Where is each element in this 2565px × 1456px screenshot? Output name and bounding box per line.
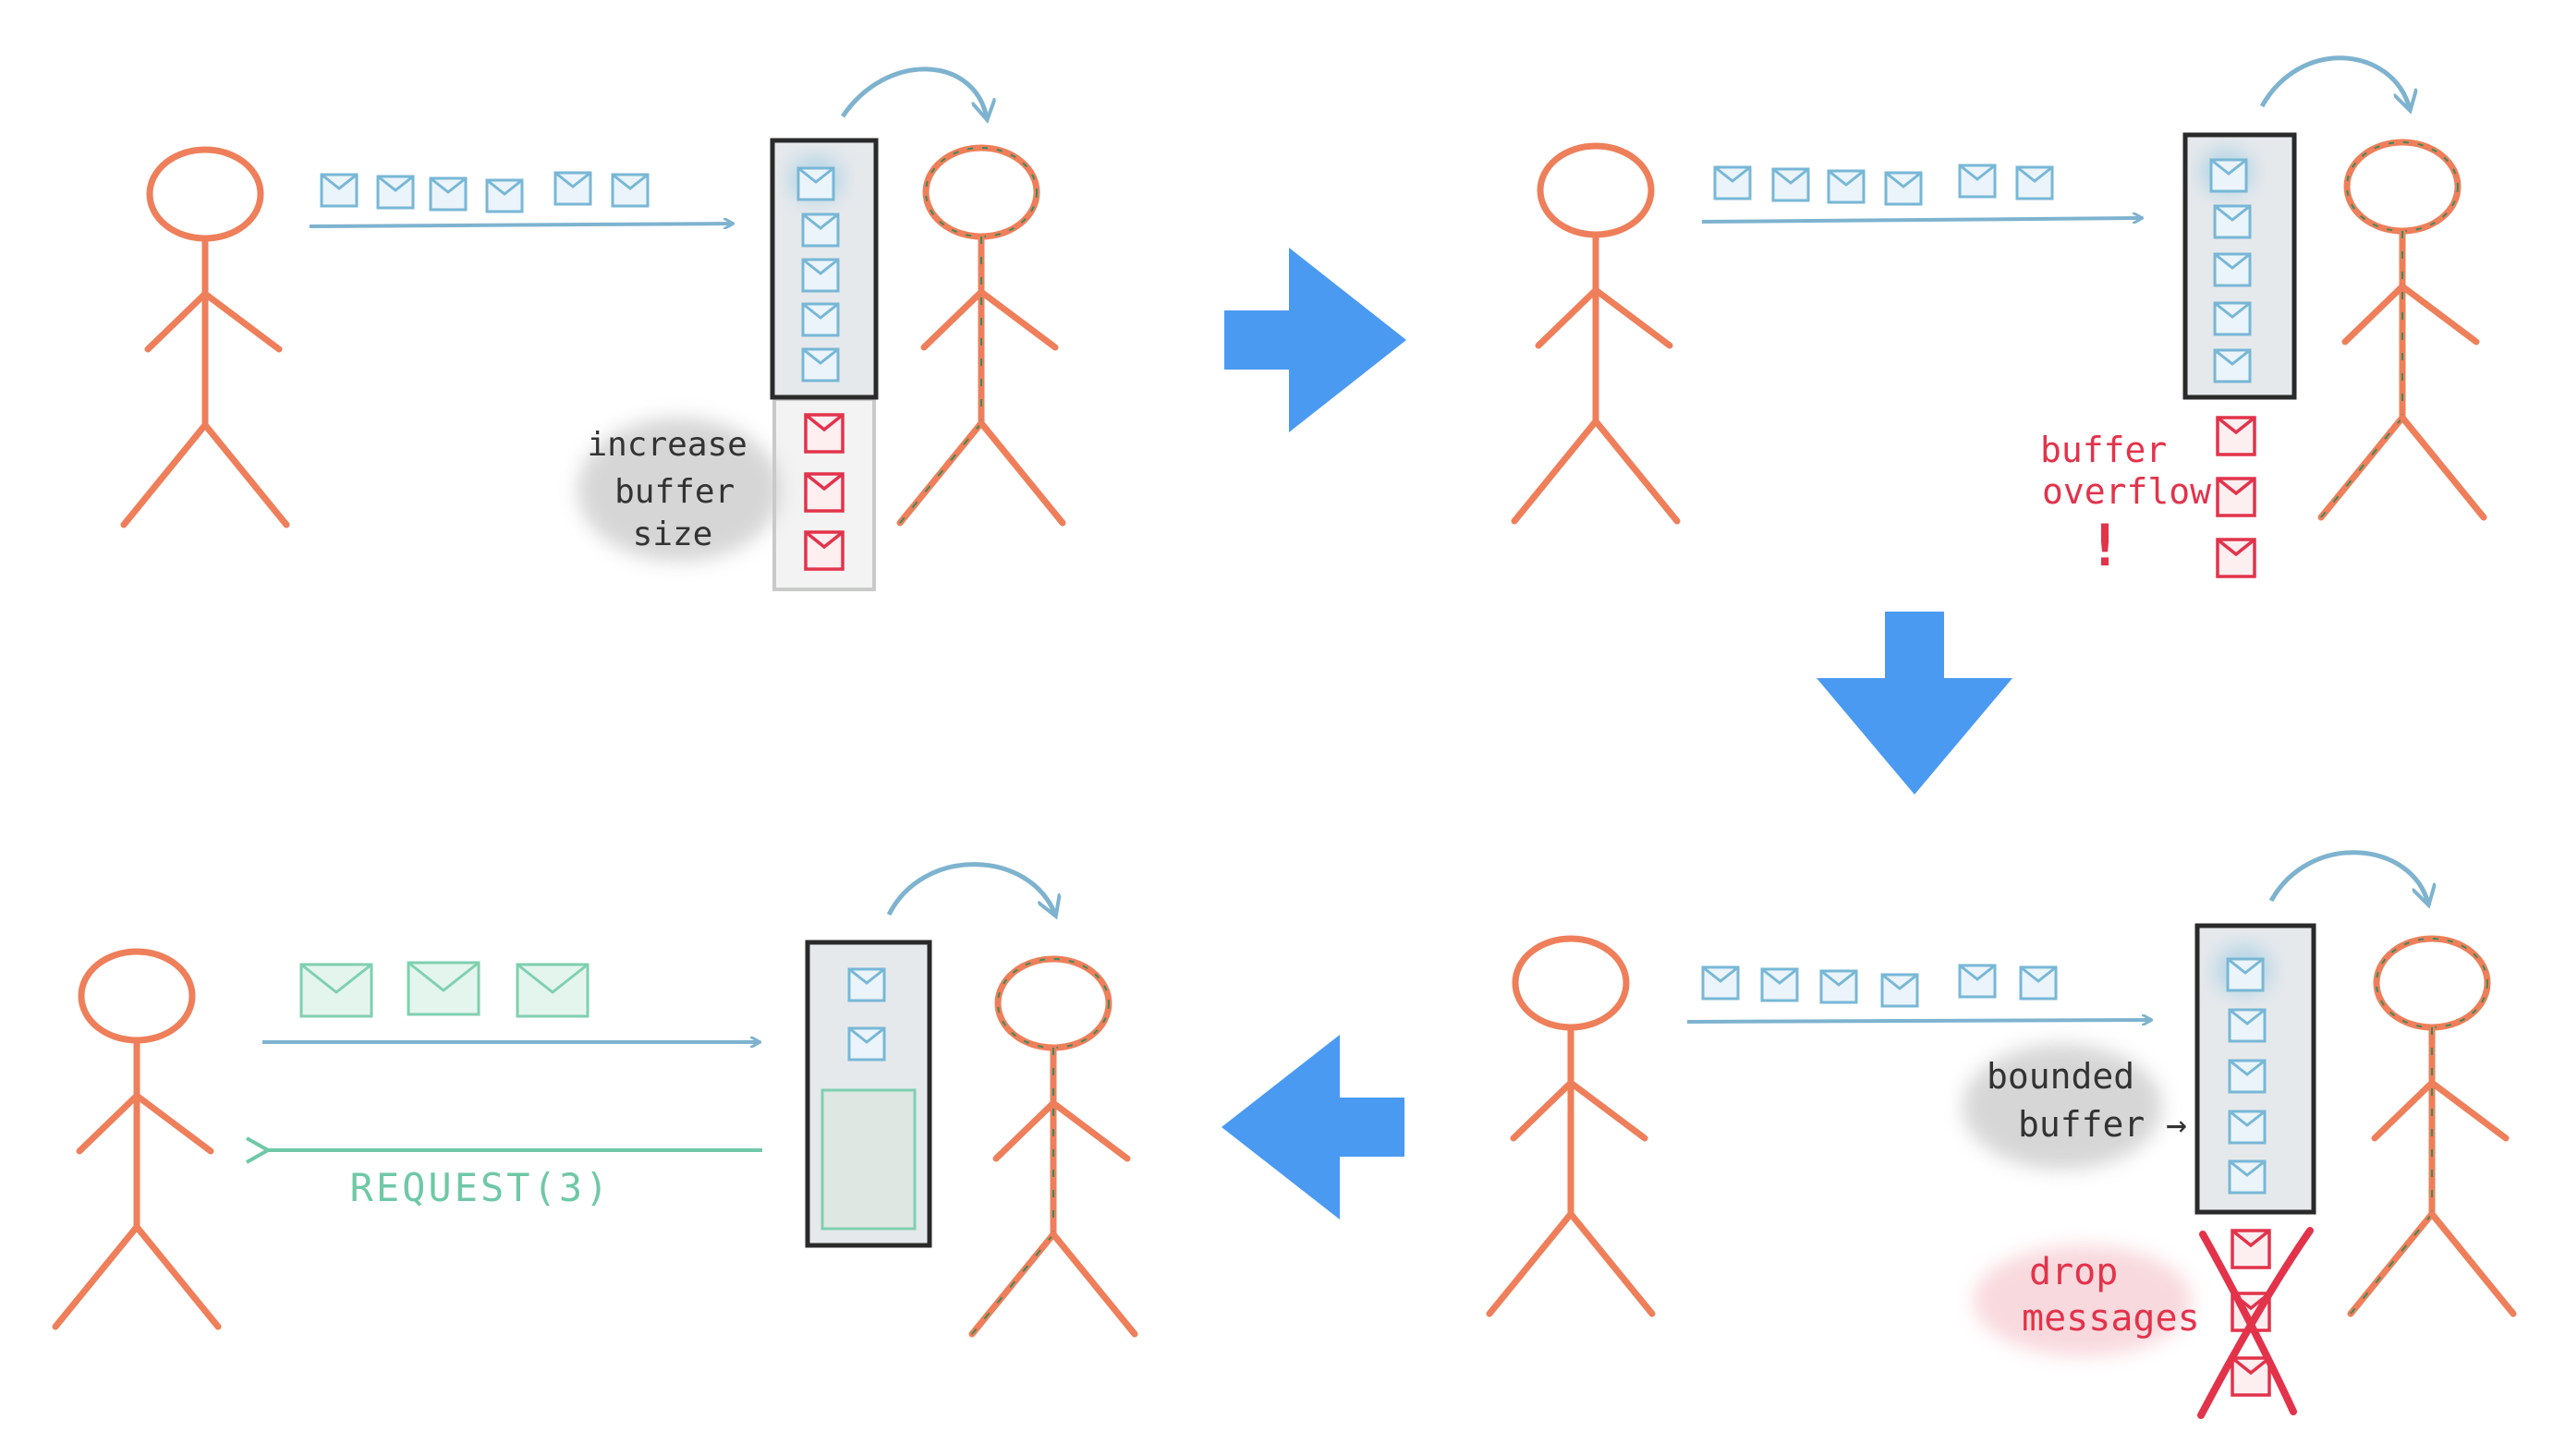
message-icon — [2213, 252, 2252, 287]
note-smudge — [1963, 1044, 2162, 1170]
producer-figure — [55, 952, 218, 1327]
producer-figure — [124, 150, 286, 525]
overflow-message-icon — [804, 530, 845, 571]
overflow-message-icon — [804, 413, 845, 454]
message-icon — [847, 1026, 886, 1062]
message-icon — [2228, 1159, 2267, 1195]
right-arrow-icon — [1224, 248, 1406, 432]
note-line: messages — [2022, 1297, 2200, 1340]
message-icon — [2228, 1110, 2267, 1145]
message-icon — [1771, 167, 1810, 202]
transition-arrow-down — [1817, 612, 2012, 795]
consumer-figure — [2321, 142, 2484, 517]
drop-cross-icon — [2197, 1227, 2314, 1419]
overflow-message-icon — [804, 472, 845, 513]
dropped-message-icon — [2231, 1356, 2271, 1397]
message-icon — [2213, 301, 2252, 336]
producer-figure — [1514, 146, 1677, 521]
note-line: buffer — [2040, 430, 2167, 470]
message-icon — [2015, 165, 2054, 200]
request-label: REQUEST(3) — [350, 1165, 612, 1210]
message-stream — [320, 171, 650, 213]
dropped-message-icon — [2231, 1229, 2271, 1269]
message-icon — [611, 173, 650, 208]
flow-arrow — [309, 224, 733, 226]
message-icon — [2209, 158, 2248, 193]
note-line: overflow — [2042, 471, 2211, 512]
message-icon — [1958, 164, 1997, 199]
message-icon — [801, 258, 840, 293]
processing-arrow — [2268, 850, 2428, 904]
message-icon — [801, 302, 840, 337]
consumer-figure — [972, 959, 1135, 1334]
message-icon — [1713, 165, 1752, 200]
panel-bounded-buffer: bounded buffer → drop messages — [1489, 850, 2513, 1419]
message-icon — [1819, 969, 1858, 1004]
note-line: size — [633, 516, 713, 553]
note-increase-buffer: increase buffer size — [587, 426, 767, 553]
message-icon — [2213, 348, 2252, 383]
message-icon — [299, 963, 373, 1018]
overflow-message-icon — [2216, 416, 2256, 456]
message-icon — [376, 175, 415, 210]
processing-arrow — [840, 67, 987, 118]
processing-arrow — [2259, 55, 2410, 109]
consumer-figure — [900, 148, 1063, 523]
flow-arrow — [1686, 1020, 2151, 1022]
message-icon — [801, 347, 840, 382]
message-icon — [1701, 965, 1740, 1001]
message-icon — [429, 176, 468, 212]
message-icon — [2228, 1059, 2267, 1094]
message-icon — [2228, 1008, 2267, 1043]
message-icon — [2213, 204, 2252, 239]
left-arrow-icon — [1222, 1035, 1404, 1219]
message-icon — [1827, 169, 1866, 204]
message-stream — [1713, 164, 2054, 206]
transition-arrow-right — [1224, 248, 1406, 432]
message-icon — [801, 212, 840, 248]
message-icon — [1958, 964, 1997, 999]
consumer-figure — [2351, 939, 2513, 1314]
note-buffer-overflow: buffer overflow — [2040, 430, 2211, 512]
producer-figure — [1489, 939, 1652, 1314]
note-line: buffer → — [2018, 1104, 2187, 1145]
note-line: drop — [2029, 1251, 2118, 1293]
note-line: increase — [587, 426, 747, 464]
transition-arrow-left — [1222, 1035, 1404, 1219]
message-icon — [2226, 957, 2265, 992]
message-icon — [847, 967, 886, 1002]
overflow-message-icon — [2216, 477, 2256, 517]
free-capacity-slot — [821, 1088, 917, 1231]
message-icon — [553, 171, 592, 206]
message-stream — [1701, 964, 2058, 1008]
message-icon — [1760, 967, 1799, 1002]
alert-mark: ! — [2087, 512, 2121, 579]
note-smudge — [577, 418, 781, 562]
note-bounded-buffer: bounded buffer → — [1987, 1056, 2187, 1145]
panel-buffer-overflow: buffer overflow ! — [1514, 55, 2484, 579]
overflow-message-icon — [2216, 538, 2256, 578]
panel-backpressure: REQUEST(3) — [55, 862, 1135, 1334]
note-drop-messages: drop messages — [2022, 1251, 2200, 1340]
message-icon — [2019, 965, 2058, 1001]
message-icon — [485, 178, 524, 213]
note-line: bounded — [1987, 1056, 2134, 1097]
note-line: buffer — [614, 473, 735, 511]
flow-arrow — [1701, 218, 2142, 222]
message-icon — [407, 961, 480, 1016]
message-icon — [320, 173, 359, 208]
down-arrow-icon — [1817, 612, 2012, 795]
processing-arrow — [886, 862, 1055, 915]
message-icon — [796, 166, 835, 201]
panel-increase-buffer: increase buffer size — [124, 67, 1063, 591]
drop-note-smudge — [1974, 1245, 2192, 1356]
message-icon — [1880, 973, 1919, 1008]
message-icon — [516, 963, 590, 1018]
message-stream — [299, 961, 590, 1018]
message-icon — [1884, 171, 1923, 206]
